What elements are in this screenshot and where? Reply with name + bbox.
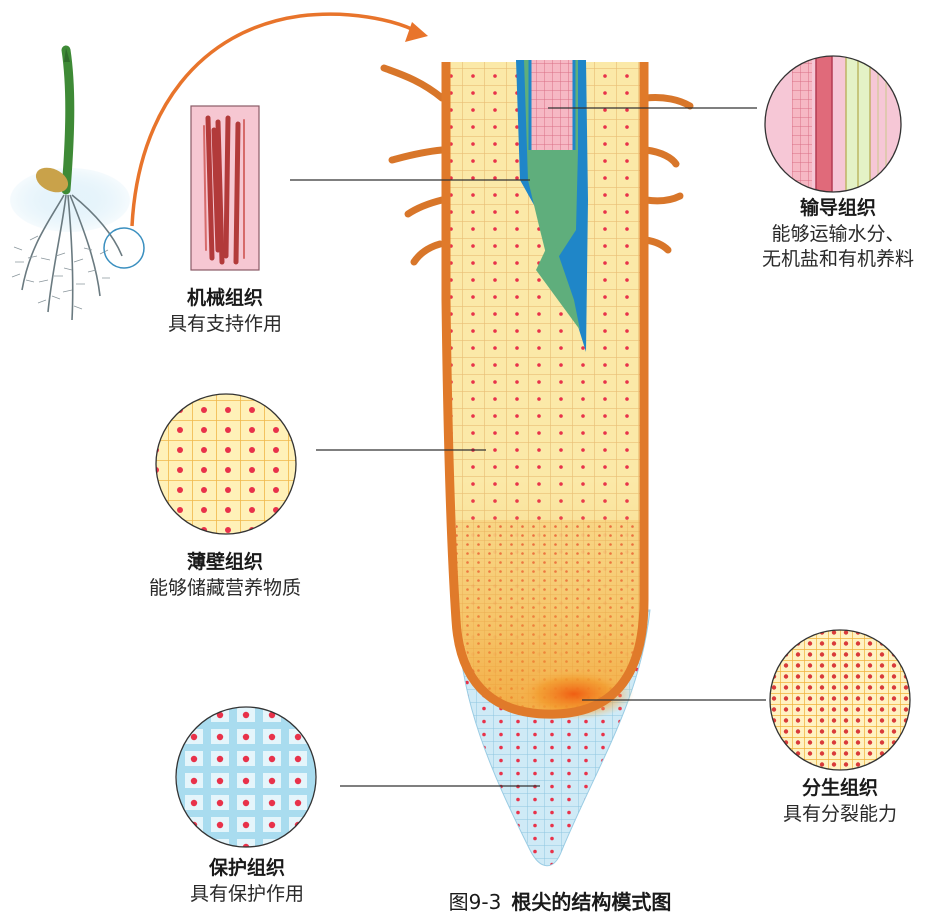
label-protective: 保护组织 具有保护作用 bbox=[162, 856, 332, 907]
meristem-tissue-inset bbox=[770, 630, 910, 770]
seedling-illustration bbox=[10, 48, 144, 320]
label-conductive-desc-line1: 能够运输水分、 bbox=[740, 222, 936, 248]
label-meristem-desc: 具有分裂能力 bbox=[755, 802, 925, 828]
label-protective-title: 保护组织 bbox=[162, 856, 332, 882]
figure-number: 图9-3 bbox=[449, 890, 502, 914]
figure-caption-text: 根尖的结构模式图 bbox=[511, 890, 671, 914]
label-meristem: 分生组织 具有分裂能力 bbox=[755, 776, 925, 827]
protective-tissue-inset bbox=[176, 707, 316, 847]
label-conductive-desc-line2: 无机盐和有机养料 bbox=[740, 247, 936, 273]
label-parenchyma: 薄壁组织 能够储藏营养物质 bbox=[120, 550, 330, 601]
label-mechanical: 机械组织 具有支持作用 bbox=[140, 286, 310, 337]
label-parenchyma-title: 薄壁组织 bbox=[120, 550, 330, 576]
label-conductive-title: 输导组织 bbox=[740, 196, 936, 222]
label-mechanical-title: 机械组织 bbox=[140, 286, 310, 312]
conductive-tissue-inset bbox=[765, 50, 901, 200]
label-mechanical-desc: 具有支持作用 bbox=[140, 312, 310, 338]
label-parenchyma-desc: 能够储藏营养物质 bbox=[120, 576, 330, 602]
label-protective-desc: 具有保护作用 bbox=[162, 882, 332, 908]
parenchyma-tissue-inset bbox=[156, 394, 296, 534]
root-tip bbox=[384, 60, 690, 866]
zoom-arrow bbox=[132, 14, 428, 226]
mechanical-tissue-inset bbox=[191, 106, 259, 270]
figure-caption: 图9-3 根尖的结构模式图 bbox=[400, 886, 720, 915]
label-conductive: 输导组织 能够运输水分、 无机盐和有机养料 bbox=[740, 196, 936, 273]
label-meristem-title: 分生组织 bbox=[755, 776, 925, 802]
